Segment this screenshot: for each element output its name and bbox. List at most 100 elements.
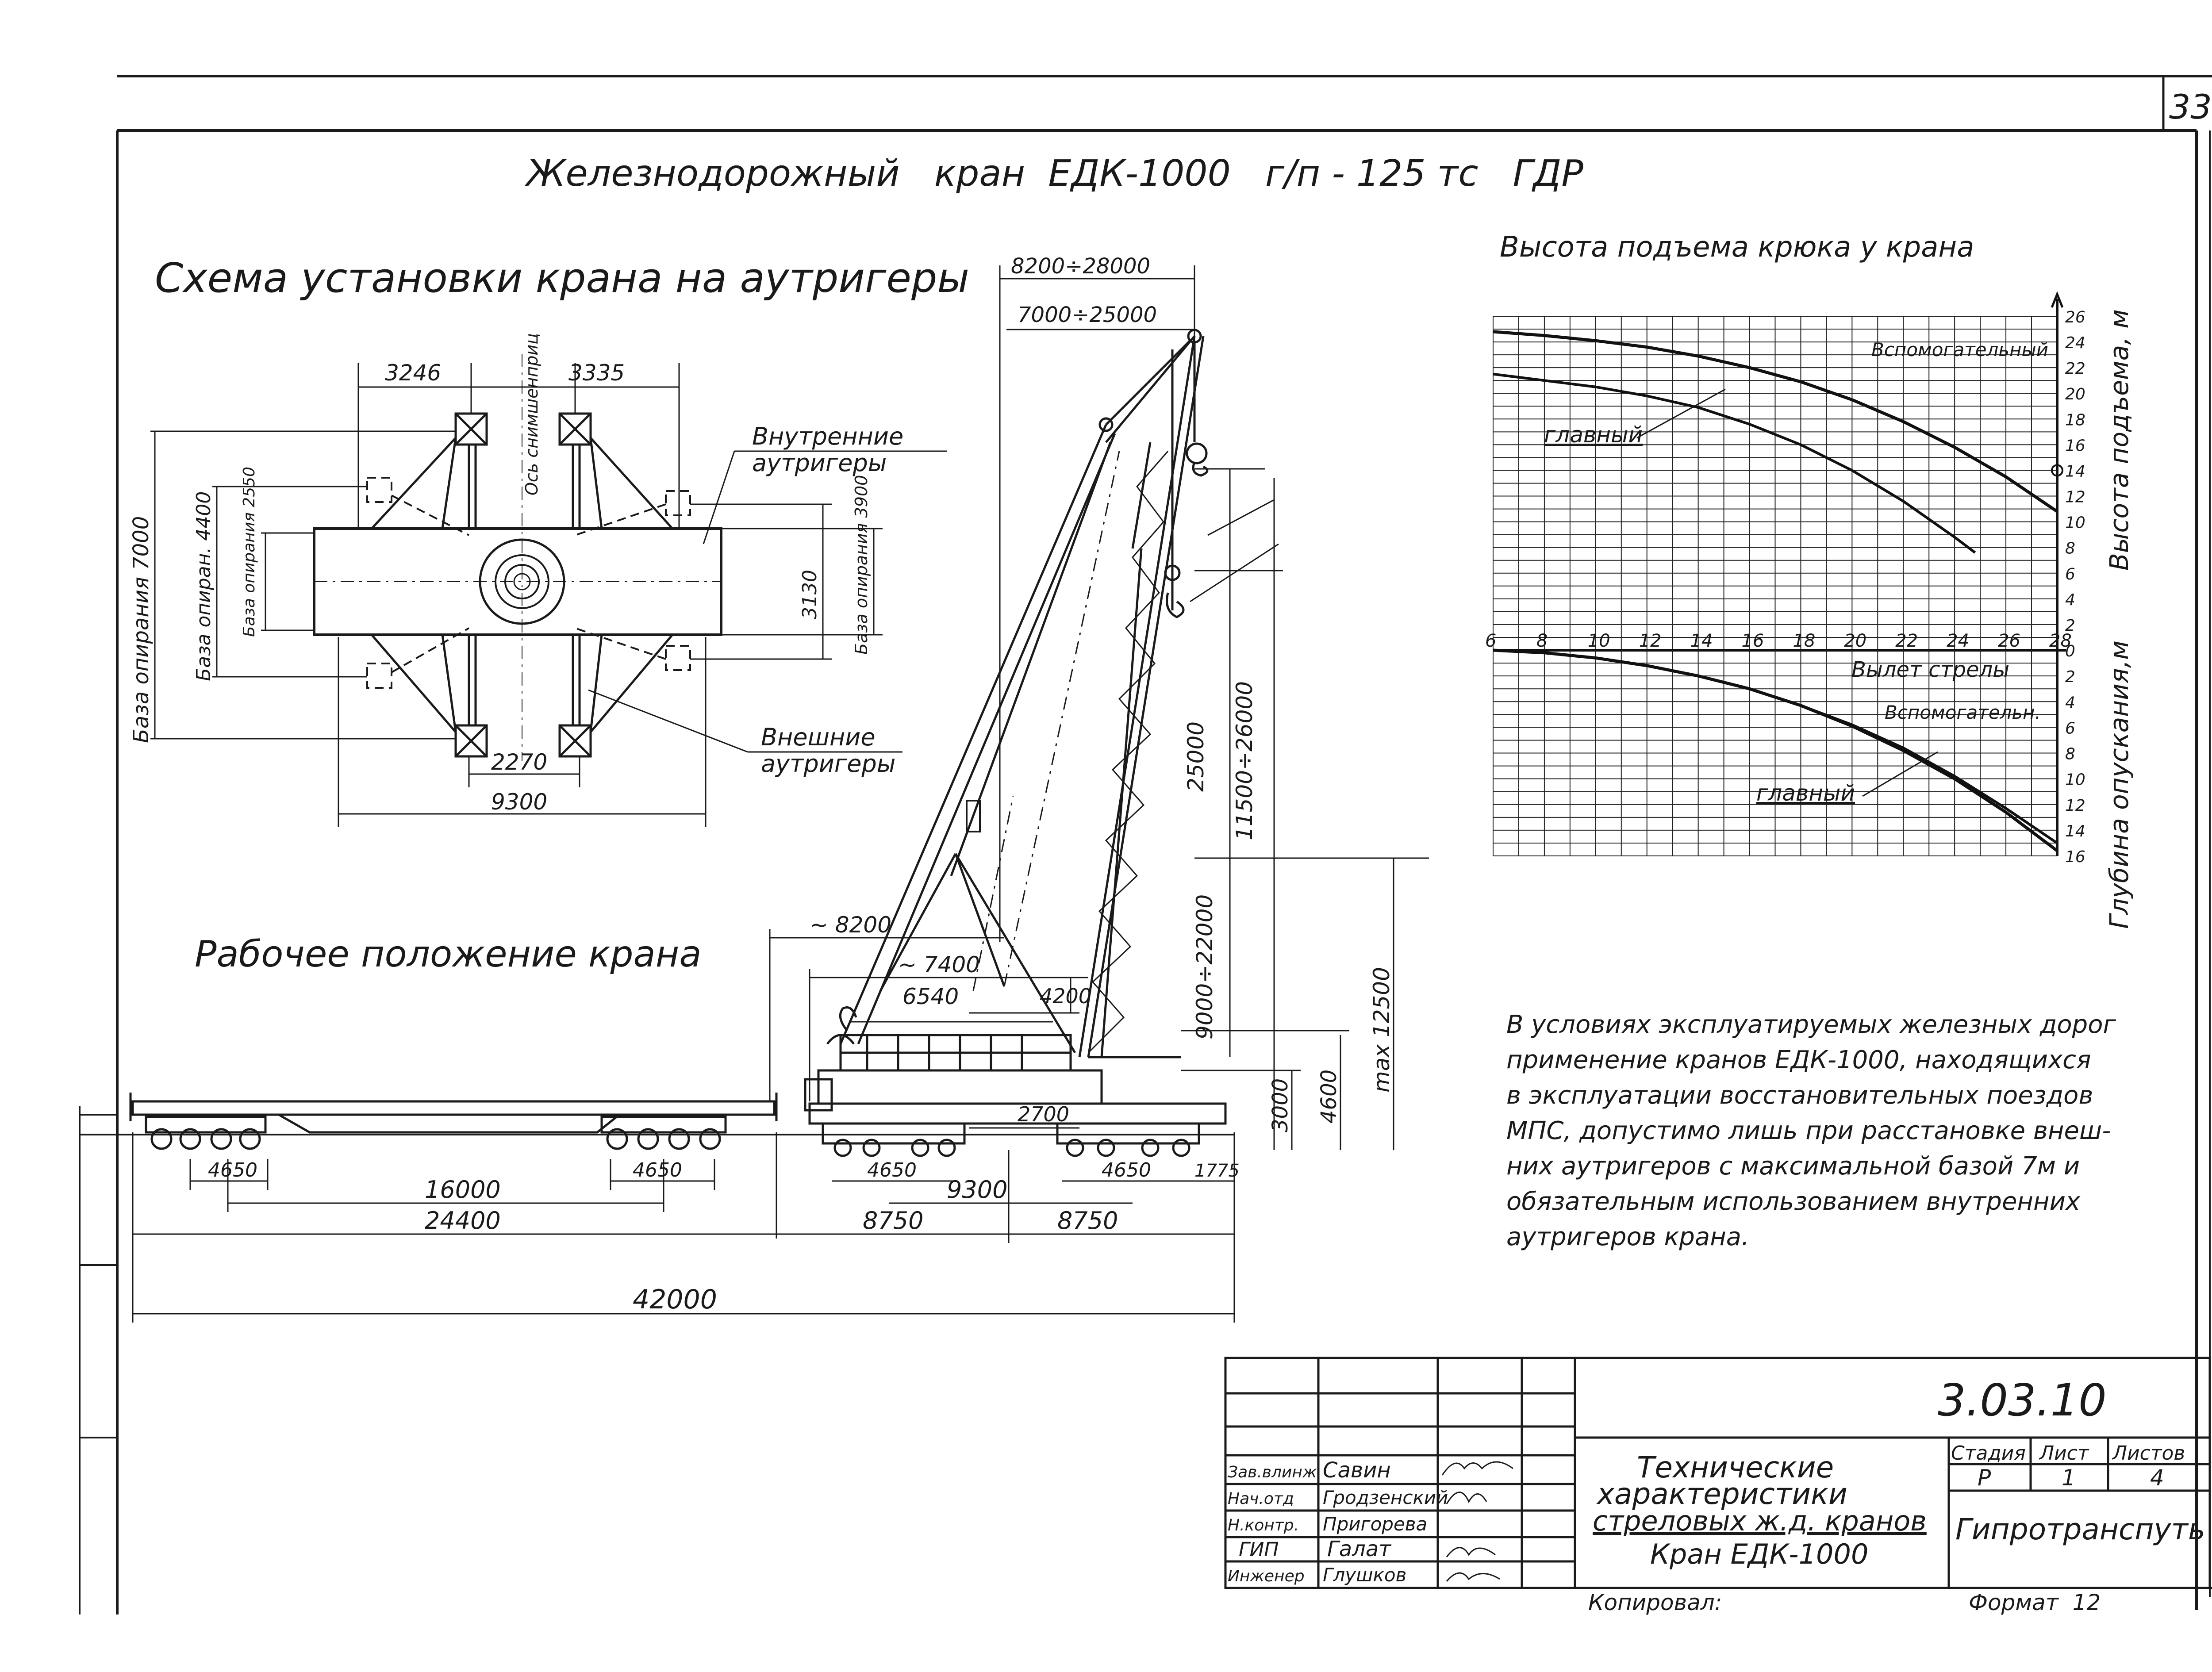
crane-boom [839, 329, 1209, 1058]
series-label-main-upper: главный [1544, 422, 1643, 448]
y-tick-label-upper: 18 [2065, 411, 2085, 429]
tb-stage-label: Стадия [1951, 1442, 2026, 1465]
dim-2700: 2700 [1018, 1102, 1069, 1126]
plan-dimension-lines [150, 363, 947, 827]
tb-desc-3: стреловых ж.д. кранов [1593, 1505, 1927, 1537]
y-tick-label-lower: 14 [2065, 822, 2085, 840]
sheet-frame [79, 75, 2212, 1614]
dim-25000: 25000 [1183, 721, 1209, 792]
label-outer-2: аутригеры [761, 750, 895, 778]
dim-9000: 9000÷22000 [1192, 894, 1217, 1039]
y-tick-label-upper: 6 [2065, 565, 2075, 583]
tb-desc-1: Технические [1637, 1450, 1834, 1484]
dim-max-12500: max 12500 [1369, 967, 1394, 1093]
tb-role-1: Зав.влинж [1228, 1463, 1317, 1481]
chart-title: Высота подъема крюка у крана [1500, 231, 1974, 264]
y-tick-label-lower: 12 [2065, 797, 2085, 815]
label-inner-2: аутригеры [752, 449, 887, 477]
dim-42000: 42000 [633, 1284, 717, 1315]
note-line-5: них аутригеров с максимальной базой 7м и [1506, 1152, 2080, 1181]
y-tick-label-upper: 8 [2065, 540, 2075, 558]
y-tick-label-lower: 4 [2065, 694, 2075, 712]
series-leader-lines [1636, 388, 1938, 797]
working-position-title: Рабочее положение крана [195, 933, 702, 975]
side-dimension-lines [132, 265, 1429, 1323]
chart-xlabel: Вылет стрелы [1851, 657, 2009, 682]
tb-role-2: Нач.отд [1228, 1490, 1294, 1508]
x-tick-label: 6 [1485, 631, 1496, 651]
series-line-0 [1493, 330, 2058, 513]
x-tick-label: 8 [1536, 631, 1548, 651]
dim-11500: 11500÷26000 [1232, 681, 1257, 840]
tb-name-5: Глушков [1323, 1564, 1406, 1586]
main-title: Железнодорожный кран ЕДК-1000 г/п - 125 … [524, 153, 1583, 195]
dim-3246: 3246 [385, 360, 441, 386]
y-tick-label-upper: 12 [2065, 488, 2085, 506]
tb-name-2: Гродзенский [1323, 1487, 1448, 1508]
flat-car [129, 1093, 778, 1150]
x-tick-label: 22 [1895, 631, 1918, 651]
series-line-1 [1493, 372, 1976, 554]
dim-9300-plan: 9300 [491, 789, 547, 815]
dim-6540: 6540 [902, 984, 959, 1009]
dim-4650-b: 4650 [633, 1159, 682, 1181]
dim-8750-b: 8750 [1057, 1207, 1118, 1235]
inner-outriggers [366, 477, 691, 689]
note-line-1: В условиях эксплуатируемых железных доро… [1506, 1010, 2116, 1039]
note-line-2: применение кранов ЕДК-1000, находящихся [1506, 1046, 2091, 1074]
tb-name-4: Галат [1327, 1537, 1392, 1561]
tb-name-1: Савин [1323, 1458, 1391, 1483]
y-tick-label-upper: 0 [2065, 642, 2075, 660]
x-tick-label: 10 [1588, 631, 1610, 651]
y-tick-label-upper: 22 [2065, 360, 2085, 378]
chart-y-arrow [2051, 291, 2064, 308]
x-tick-label: 20 [1844, 631, 1866, 651]
x-tick-label: 12 [1639, 631, 1662, 651]
doc-number: 3.03.10 [1938, 1374, 2107, 1426]
working-position: Рабочее положение крана [80, 254, 1429, 1323]
dim-16000: 16000 [425, 1176, 501, 1204]
tb-sheets: 4 [2150, 1465, 2164, 1491]
y-tick-label-lower: 8 [2065, 745, 2075, 763]
title-block: 3.03.10 Зав.влинж Савин Нач.отд Гродзенс… [1224, 1357, 2211, 1615]
y-tick-label-upper: 10 [2065, 514, 2085, 532]
y-tick-label-upper: 26 [2065, 308, 2085, 326]
dim-2270: 2270 [491, 749, 547, 775]
chart-grid [1493, 291, 2066, 856]
y-tick-label-upper: 20 [2065, 385, 2085, 403]
turntable [479, 538, 565, 625]
dim-1775: 1775 [1194, 1161, 1240, 1181]
dim-base-2550: База опирания 2550 [240, 467, 258, 637]
y-tick-label-upper: 4 [2065, 591, 2075, 609]
dim-9300-side: 9300 [947, 1176, 1007, 1204]
axis-label: Ось снимшенприц [522, 333, 541, 495]
outrigger-scheme: Схема установки крана на аутригеры [129, 254, 969, 827]
tb-role-5: Инженер [1228, 1567, 1305, 1585]
dim-3130: 3130 [799, 570, 821, 619]
x-tick-label: 28 [2049, 631, 2072, 651]
outrigger-scheme-title: Схема установки крана на аутригеры [155, 254, 969, 302]
series-line-3 [1493, 649, 2058, 844]
tb-organization: Гипротрансп­уть [1955, 1512, 2205, 1546]
dim-reach-inner: 7000÷25000 [1018, 303, 1157, 327]
x-tick-label: 18 [1793, 631, 1815, 651]
tb-name-3: Пригорева [1323, 1513, 1427, 1535]
series-label-main-lower: главный [1756, 780, 1855, 806]
dim-3335: 3335 [568, 360, 625, 386]
note-line-3: в эксплуатации восстановительных поездов [1506, 1081, 2093, 1110]
x-tick-label: 26 [1998, 631, 2020, 651]
sheet-number: 33 [2169, 87, 2212, 127]
dim-4650-d: 4650 [1102, 1159, 1151, 1181]
dim-reach-outer: 8200÷28000 [1011, 254, 1150, 279]
dim-base-7000: База опирания 7000 [129, 516, 154, 743]
label-outer-1: Внешние [761, 723, 876, 751]
x-tick-label: 14 [1690, 631, 1713, 651]
label-inner-1: Внутренние [752, 422, 903, 450]
dim-24400: 24400 [425, 1207, 501, 1235]
tb-stage: Р [1978, 1465, 1991, 1491]
series-end-marker [2051, 464, 2063, 477]
signatures [1441, 1461, 1513, 1582]
note-block: В условиях эксплуатируемых железных доро… [1506, 1010, 2116, 1251]
